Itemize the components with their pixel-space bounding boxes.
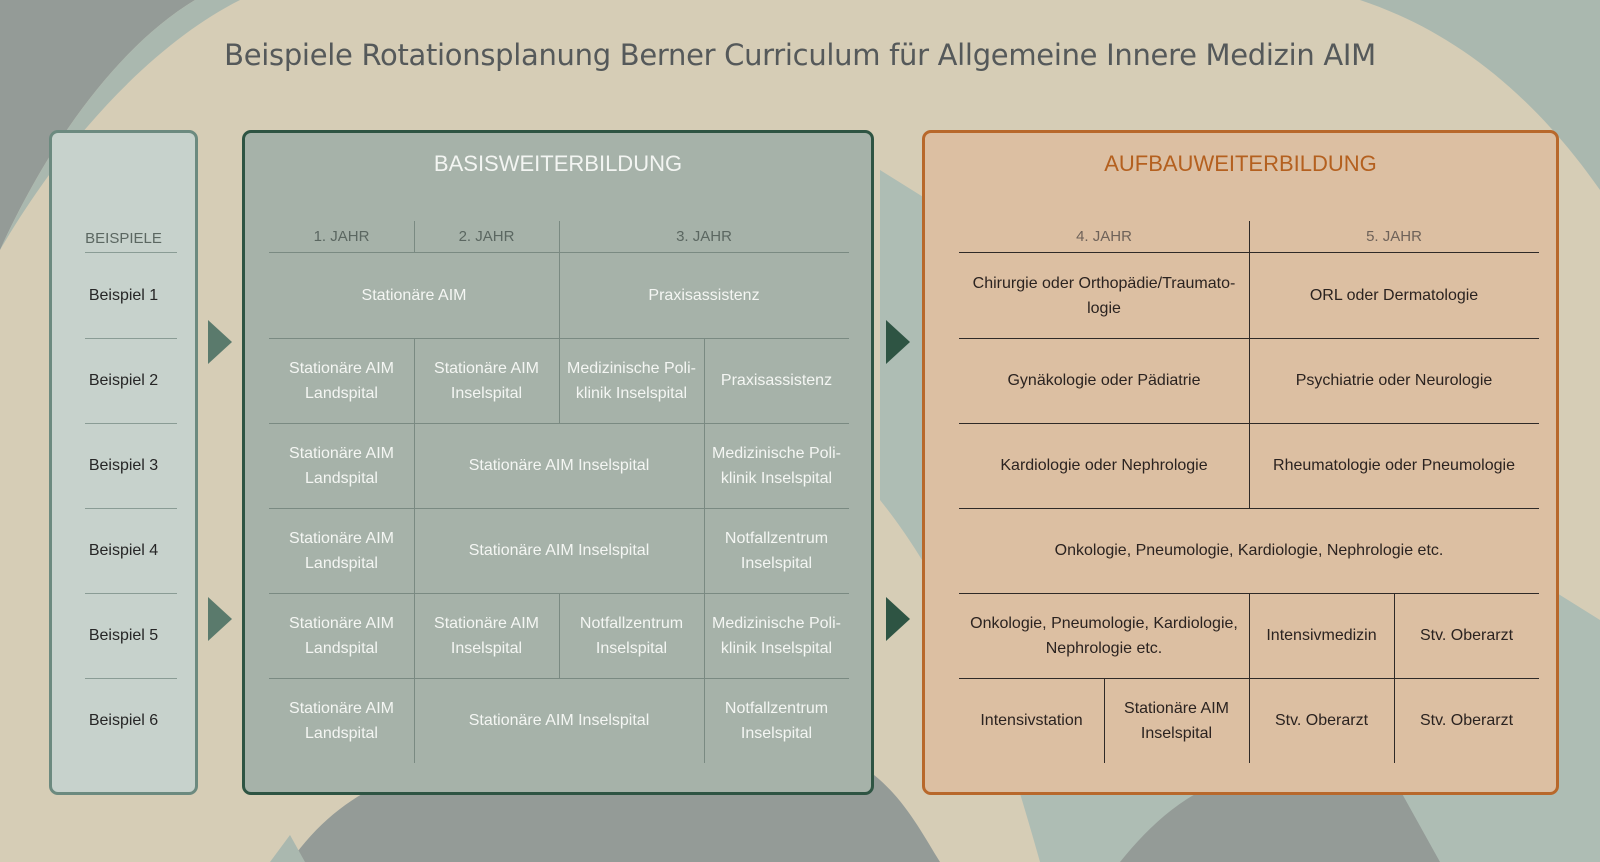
aufbau-cell: Gynäkologie oder Pädiatrie [1007, 372, 1201, 389]
aufbau-cell: Intensivstation [980, 712, 1083, 729]
grid-line [1249, 593, 1250, 763]
grid-line [1104, 678, 1105, 763]
arrow-right-icon [886, 320, 910, 364]
example-label-4: Beispiel 4 [88, 542, 159, 559]
basis-cell: Stationäre AIM Landspital [289, 444, 394, 487]
grid-line [1394, 593, 1395, 763]
year-2-header: 2. JAHR [458, 227, 515, 245]
basis-cell: Stationäre AIM [361, 287, 467, 304]
basis-cell: Praxisassistenz [648, 287, 760, 304]
aufbau-cell: Intensivmedizin [1266, 627, 1377, 644]
aufbau-cell: Stv. Oberarzt [1274, 712, 1369, 729]
basis-cell: Stationäre AIM Landspital [289, 614, 394, 657]
basis-cell: Stationäre AIM Inselspital [434, 359, 539, 402]
aufbau-cell: Onkologie, Pneumologie, Kardiologie, Nep… [970, 614, 1238, 657]
grid-line [559, 221, 560, 338]
grid-line [414, 221, 415, 253]
grid-line [559, 338, 560, 423]
grid-line [959, 508, 1539, 509]
examples-divider [85, 338, 177, 339]
aufbau-cell: Chirurgie oder Orthopädie/Traumato-logie [972, 274, 1236, 317]
example-label-6: Beispiel 6 [88, 712, 159, 729]
grid-line [414, 338, 415, 763]
example-label-5: Beispiel 5 [88, 627, 159, 644]
examples-divider [85, 593, 177, 594]
arrow-right-icon [886, 597, 910, 641]
grid-line [269, 678, 849, 679]
examples-panel: BEISPIELE Beispiel 1 Beispiel 2 Beispiel… [49, 130, 198, 795]
grid-line [269, 423, 849, 424]
examples-header: BEISPIELE [85, 229, 162, 247]
basis-cell: Medizinische Poli-klinik Inselspital [712, 444, 841, 487]
grid-line [704, 338, 705, 593]
basis-cell: Notfallzentrum Inselspital [579, 614, 684, 657]
basis-cell: Stationäre AIM Inselspital [468, 457, 650, 474]
basis-cell: Notfallzentrum Inselspital [724, 529, 829, 572]
example-label-3: Beispiel 3 [88, 457, 159, 474]
grid-line [1249, 221, 1250, 508]
grid-line [704, 593, 705, 763]
basis-cell: Stationäre AIM Landspital [289, 699, 394, 742]
arrow-right-icon [208, 597, 232, 641]
example-label-2: Beispiel 2 [88, 372, 159, 389]
grid-line [559, 593, 560, 678]
examples-divider [85, 678, 177, 679]
grid-line [269, 508, 849, 509]
example-label-1: Beispiel 1 [88, 287, 159, 304]
aufbau-panel: AUFBAUWEITERBILDUNG 4. JAHR 5. JAHR Chir… [922, 130, 1559, 795]
year-4-header: 4. JAHR [1076, 227, 1132, 245]
basis-cell: Stationäre AIM Inselspital [468, 712, 650, 729]
examples-divider [85, 508, 177, 509]
aufbau-cell: Onkologie, Pneumologie, Kardiologie, Nep… [1054, 542, 1444, 559]
basis-cell: Notfallzentrum Inselspital [724, 699, 829, 742]
basis-cell: Praxisassistenz [720, 372, 833, 389]
basis-cell: Stationäre AIM Landspital [289, 529, 394, 572]
aufbau-cell: Rheumatologie oder Pneumologie [1273, 457, 1515, 474]
basis-panel: BASISWEITERBILDUNG 1. JAHR 2. JAHR 3. JA… [242, 130, 874, 795]
basis-cell: Stationäre AIM Inselspital [468, 542, 650, 559]
year-5-header: 5. JAHR [1366, 227, 1422, 245]
aufbau-title: AUFBAUWEITERBILDUNG [1104, 151, 1377, 176]
basis-cell: Stationäre AIM Landspital [289, 359, 394, 402]
basis-title: BASISWEITERBILDUNG [433, 151, 683, 176]
aufbau-cell: Kardiologie oder Nephrologie [1000, 457, 1208, 474]
examples-divider [85, 423, 177, 424]
aufbau-cell: Psychiatrie oder Neurologie [1295, 372, 1493, 389]
aufbau-cell: ORL oder Dermatologie [1309, 287, 1479, 304]
basis-cell: Stationäre AIM Inselspital [434, 614, 539, 657]
year-3-header: 3. JAHR [676, 227, 732, 245]
aufbau-cell: Stationäre AIM Inselspital [1124, 699, 1229, 742]
basis-cell: Medizinische Poli-klinik Inselspital [567, 359, 696, 402]
examples-divider [85, 252, 177, 253]
page-title: Beispiele Rotationsplanung Berner Curric… [224, 38, 1376, 72]
basis-cell: Medizinische Poli-klinik Inselspital [712, 614, 841, 657]
year-1-header: 1. JAHR [313, 227, 370, 245]
arrow-right-icon [208, 320, 232, 364]
aufbau-cell: Stv. Oberarzt [1419, 712, 1514, 729]
aufbau-cell: Stv. Oberarzt [1419, 627, 1514, 644]
